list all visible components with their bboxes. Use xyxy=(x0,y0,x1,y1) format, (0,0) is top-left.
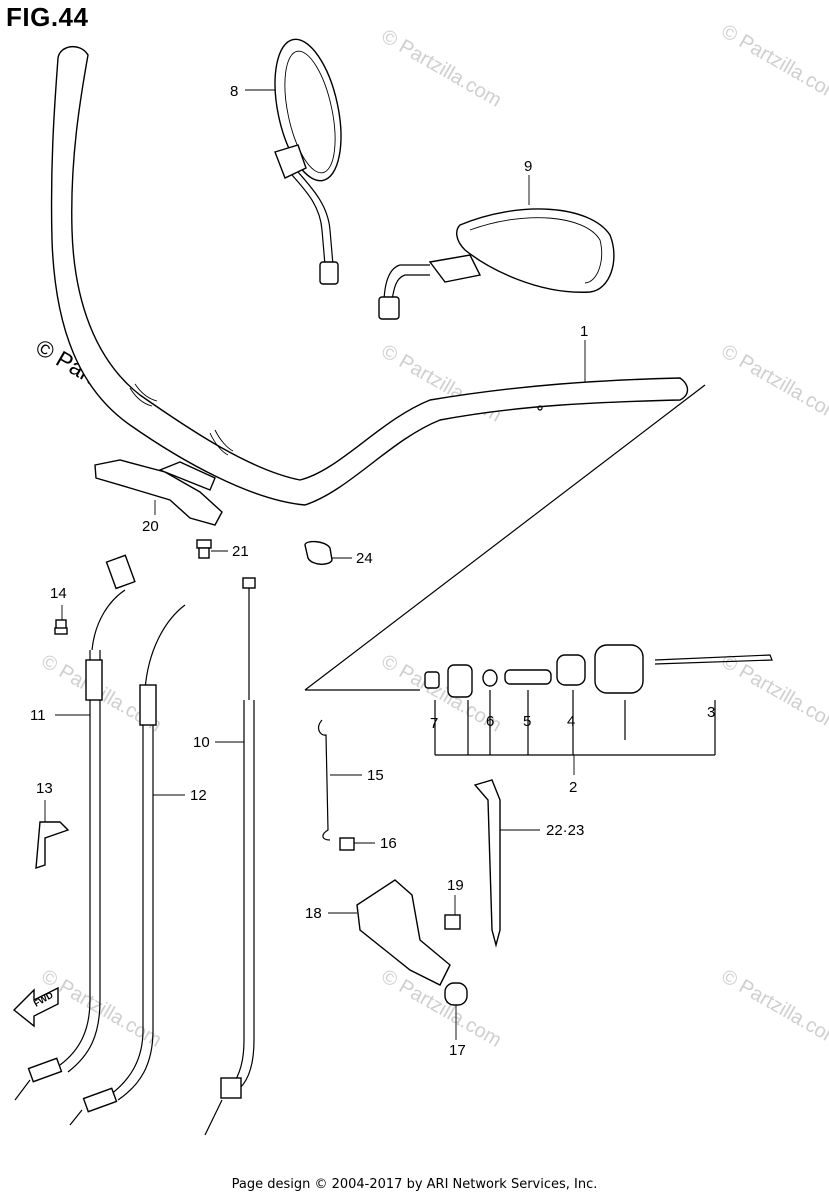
callout-4: 4 xyxy=(567,713,575,730)
cable-10 xyxy=(204,577,256,1136)
clamp-24 xyxy=(304,540,333,565)
handlebar xyxy=(50,46,689,506)
callout-13: 13 xyxy=(36,780,53,797)
callout-14: 14 xyxy=(50,585,67,602)
callout-24: 24 xyxy=(356,550,373,567)
mirror-left xyxy=(274,38,342,285)
fwd-arrow: FWD xyxy=(12,986,59,1028)
bar-end-assembly xyxy=(304,384,773,756)
watermark: © Partzilla.com xyxy=(378,25,506,111)
watermark: © Partzilla.com xyxy=(718,340,829,426)
callout-16: 16 xyxy=(380,835,397,852)
callout-7: 7 xyxy=(430,715,438,732)
bolt-16 xyxy=(339,837,355,851)
bolt-21 xyxy=(196,539,212,559)
watermark: © Partzilla.com xyxy=(38,965,166,1051)
callout-17: 17 xyxy=(449,1042,466,1059)
callout-19: 19 xyxy=(447,877,464,894)
callout-18: 18 xyxy=(305,905,322,922)
watermarks: © Partzilla.com © Partzilla.com © Partzi… xyxy=(38,20,829,1051)
callout-15: 15 xyxy=(367,767,384,784)
callout-22-23: 22·23 xyxy=(546,822,584,839)
bolt-14 xyxy=(54,619,68,635)
callout-9: 9 xyxy=(524,158,532,175)
cable-tie xyxy=(473,779,501,948)
watermark: © Partzilla.com xyxy=(718,20,829,106)
callout-11: 11 xyxy=(30,707,46,724)
callout-21: 21 xyxy=(232,543,249,560)
bracket-20 xyxy=(94,459,223,526)
bracket-15 xyxy=(318,719,331,841)
callout-3: 3 xyxy=(707,704,715,721)
cable-12 xyxy=(69,604,186,1126)
callout-12: 12 xyxy=(190,787,207,804)
switch-bracket xyxy=(356,879,468,1006)
callout-6: 6 xyxy=(486,713,494,730)
bracket-13 xyxy=(35,821,70,870)
callout-10: 10 xyxy=(193,734,210,751)
cable-11 xyxy=(14,554,136,1101)
watermark: © Partzilla.com xyxy=(718,650,829,736)
mirror-right xyxy=(378,208,615,320)
callout-20: 20 xyxy=(142,518,159,535)
callout-8: 8 xyxy=(230,83,238,100)
watermark: © Partzilla.com xyxy=(718,965,829,1051)
footer-copyright: Page design © 2004-2017 by ARI Network S… xyxy=(231,1177,598,1192)
figure-title: FIG.44 xyxy=(6,2,89,32)
callout-labels: 1 2 3 4 5 6 7 8 9 10 11 12 13 14 15 16 1… xyxy=(30,83,715,1059)
callout-5: 5 xyxy=(523,713,531,730)
callout-1: 1 xyxy=(580,323,588,340)
callout-2: 2 xyxy=(569,779,577,796)
leader-lines xyxy=(44,89,586,1040)
parts-diagram: © Partzilla.com © Partzilla.com © Partzi… xyxy=(12,20,829,1136)
